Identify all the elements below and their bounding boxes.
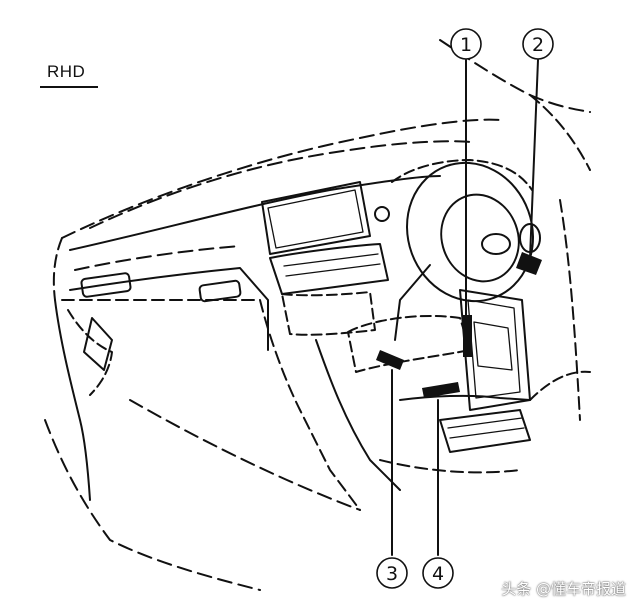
- callout-3-number: 3: [386, 563, 398, 585]
- callout-1-marker: [463, 315, 472, 357]
- callout-2-leader: [529, 59, 539, 259]
- console-rear-vent-slats: [447, 417, 525, 439]
- variant-label: RHD: [47, 62, 86, 81]
- dashboard-left-end: [52, 237, 63, 301]
- callout-3-marker: [376, 350, 404, 370]
- upper-dash-face: [69, 175, 441, 251]
- watermark: 头条 @懂车帝报道: [501, 580, 626, 598]
- console-rear-vent: [439, 409, 531, 453]
- armrest: [347, 315, 471, 373]
- a-pillar: [529, 94, 591, 171]
- steering-hub: [481, 233, 511, 255]
- glovebox-upper: [74, 245, 241, 271]
- center-display: [261, 181, 371, 255]
- callout-4-number: 4: [432, 563, 444, 585]
- callout-3-circle: [376, 557, 408, 589]
- callout-1-circle: [450, 28, 482, 60]
- door-panel-left: [54, 299, 91, 501]
- passenger-vent-left: [80, 272, 132, 298]
- callout-2-number: 2: [532, 34, 544, 56]
- cup-holder: [473, 321, 513, 371]
- floor-line-right: [129, 399, 361, 511]
- console-base: [379, 459, 521, 474]
- center-display-inner: [267, 189, 364, 249]
- callout-2-marker: [516, 252, 542, 275]
- instrument-cluster: [391, 159, 533, 191]
- steering-column: [394, 264, 431, 341]
- hazard-knob: [374, 206, 390, 222]
- console-front: [399, 394, 531, 401]
- floor-line-left: [44, 419, 261, 591]
- door-trim-right: [529, 370, 591, 401]
- center-console-left: [315, 339, 401, 491]
- center-console-inner: [467, 299, 521, 399]
- dashboard-rear-edge: [89, 140, 471, 229]
- steering-wheel-outer: [406, 161, 534, 303]
- center-vent-slats: [283, 253, 381, 277]
- center-vent-housing: [269, 243, 389, 295]
- callout-1-number: 1: [460, 34, 472, 56]
- glovebox-outline: [69, 267, 269, 351]
- steering-wheel-inner: [440, 193, 520, 283]
- door-trim: [67, 309, 113, 396]
- callout-2-circle: [522, 28, 554, 60]
- callout-4-circle: [422, 557, 454, 589]
- door-panel-right: [559, 199, 581, 421]
- kick-panel: [259, 299, 361, 511]
- callout-4-marker: [422, 382, 460, 398]
- passenger-vent-right: [198, 279, 242, 303]
- dashboard-top-outline: [61, 118, 501, 239]
- variant-label-underline: [40, 86, 98, 88]
- door-handle: [83, 317, 113, 371]
- climate-panel: [281, 291, 376, 336]
